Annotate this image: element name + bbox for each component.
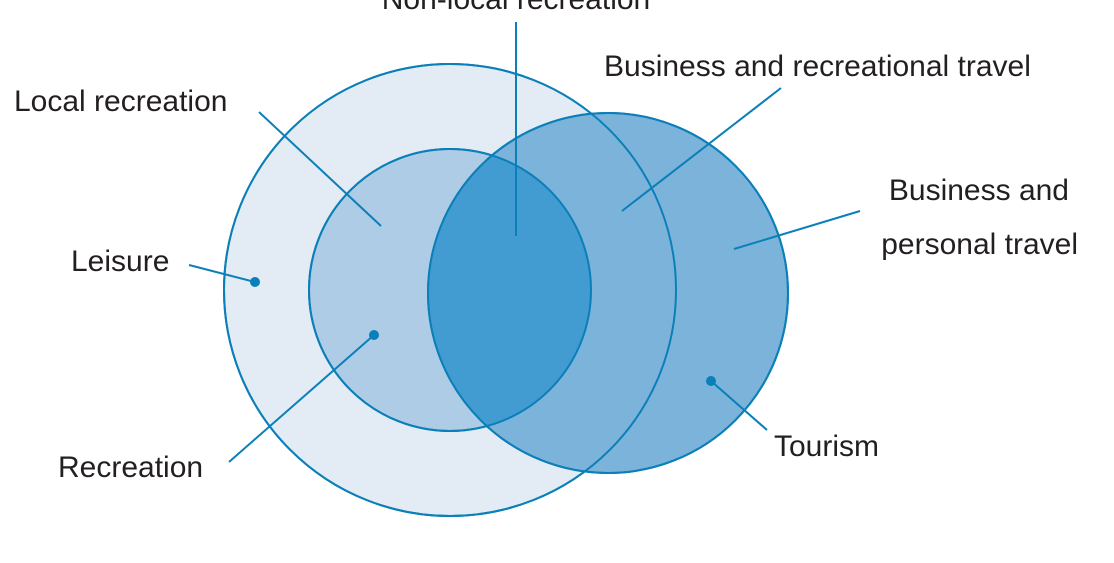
label-local-recreation: Local recreation — [14, 85, 227, 118]
overlap-fill — [428, 149, 591, 431]
dot-markers — [250, 277, 716, 386]
leader-business-recreational — [621, 87, 782, 212]
tourism-outline — [427, 112, 789, 474]
label-business-personal-travel-line2: personal travel — [881, 228, 1078, 261]
leisure-dot — [250, 277, 260, 287]
leisure-outline — [223, 63, 677, 517]
leader-leisure — [188, 264, 256, 283]
leader-tourism — [710, 380, 768, 431]
label-leisure: Leisure — [71, 245, 169, 278]
leader-local-recreation — [258, 111, 382, 227]
label-tourism: Tourism — [774, 430, 879, 463]
leader-lines — [188, 22, 861, 463]
recreation-tourism-overlap — [428, 149, 591, 431]
recreation-dot — [369, 330, 379, 340]
leader-recreation — [228, 334, 375, 463]
recreation-outline — [308, 148, 592, 432]
label-business-personal-travel-line1: Business and — [889, 174, 1069, 207]
label-recreation: Recreation — [58, 451, 203, 484]
circle-outlines — [223, 63, 789, 517]
label-non-local-recreation: Non-local recreation — [382, 0, 650, 16]
leader-business-personal — [733, 210, 861, 250]
tourism-dot — [706, 376, 716, 386]
label-business-recreational-travel: Business and recreational travel — [604, 50, 1031, 83]
